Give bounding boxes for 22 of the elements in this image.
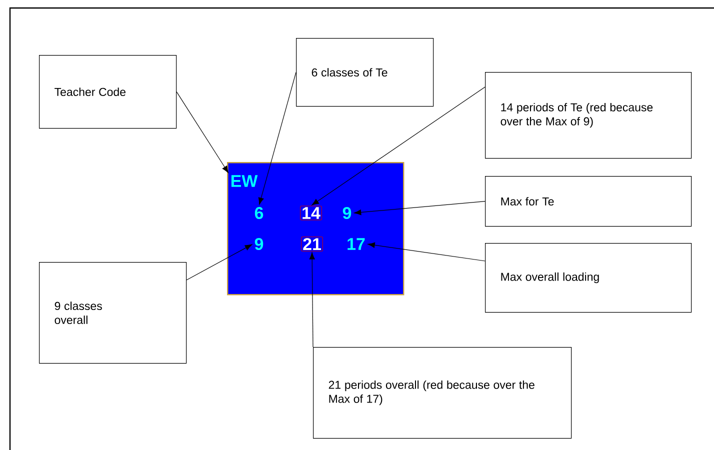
number-label: 21 [301,236,323,252]
teacher-code: EW [231,175,258,187]
arrow [258,72,296,205]
callout-box: Max for Te [485,176,692,227]
number-label: 17 [348,238,365,250]
callout-box: Max overall loading [485,243,692,313]
arrow [368,242,486,262]
number-label: 9 [254,238,264,250]
callout-box: 6 classes of Te [296,38,434,107]
arrow [354,201,486,216]
display-panel [227,162,404,296]
arrow [186,244,252,280]
number-label: 9 [342,206,352,220]
callout-box: 14 periods of Te (red because over the Max of 9) [485,72,692,159]
arrow [312,86,486,206]
number-label: 14 [300,206,322,220]
callout-box: Teacher Code [39,55,177,129]
arrow [176,92,229,174]
number-label: 6 [254,206,264,220]
callout-box: 21 periods overall (red because over the Max of 17) [313,347,572,439]
arrow [309,252,315,348]
callout-box: 9 classes overall [39,262,187,364]
